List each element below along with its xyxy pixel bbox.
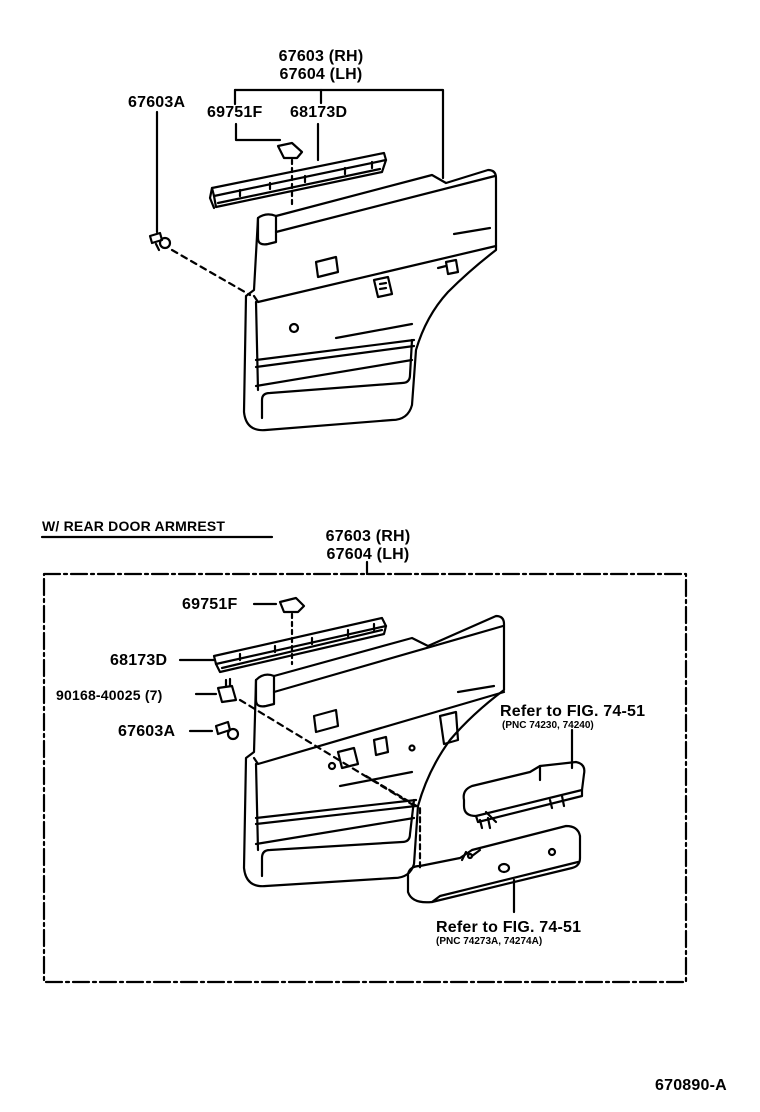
leader-top-fastener xyxy=(234,122,282,142)
bottom-door-panel xyxy=(242,614,506,888)
label-bottom-fastener: 69751F xyxy=(182,596,238,613)
figure-id: 670890-A xyxy=(655,1077,727,1094)
bottom-weatherstrip-shape xyxy=(212,616,388,674)
lower-armrest-shape xyxy=(406,824,582,904)
kit-frame xyxy=(42,560,688,984)
label-ref-lower: Refer to FIG. 74-51 xyxy=(436,919,582,936)
label-ref-lower-pnc: (PNC 74273A, 74274A) xyxy=(436,936,543,947)
bottom-fastener-shape xyxy=(278,596,306,614)
label-ref-upper-pnc: (PNC 74230, 74240) xyxy=(502,720,594,731)
label-top-weatherstrip: 68173D xyxy=(290,104,348,121)
bottom-assembly xyxy=(40,535,688,984)
top-clip-shape xyxy=(148,231,172,252)
label-bottom-clip: 67603A xyxy=(118,723,176,740)
leader-top-part xyxy=(233,88,445,180)
bottom-screw-shape xyxy=(216,677,238,704)
top-door-panel xyxy=(242,168,498,432)
label-bottom-part-lh: 67604 (LH) xyxy=(326,546,410,563)
top-fastener-shape xyxy=(276,141,304,160)
top-weatherstrip-shape xyxy=(208,151,388,210)
section-header: W/ REAR DOOR ARMREST xyxy=(42,518,226,534)
upper-armrest-shape xyxy=(462,760,586,830)
label-top-fastener: 69751F xyxy=(207,104,263,121)
label-top-part-rh: 67603 (RH) xyxy=(278,48,364,65)
label-ref-upper: Refer to FIG. 74-51 xyxy=(500,703,646,720)
top-assembly xyxy=(148,88,498,432)
bottom-clip-shape xyxy=(214,720,240,741)
label-top-clip: 67603A xyxy=(128,94,186,111)
label-bottom-weatherstrip: 68173D xyxy=(110,652,168,669)
label-top-part-lh: 67604 (LH) xyxy=(279,66,363,83)
label-bottom-screw: 90168-40025 (7) xyxy=(56,687,163,703)
label-bottom-part-rh: 67603 (RH) xyxy=(325,528,411,545)
